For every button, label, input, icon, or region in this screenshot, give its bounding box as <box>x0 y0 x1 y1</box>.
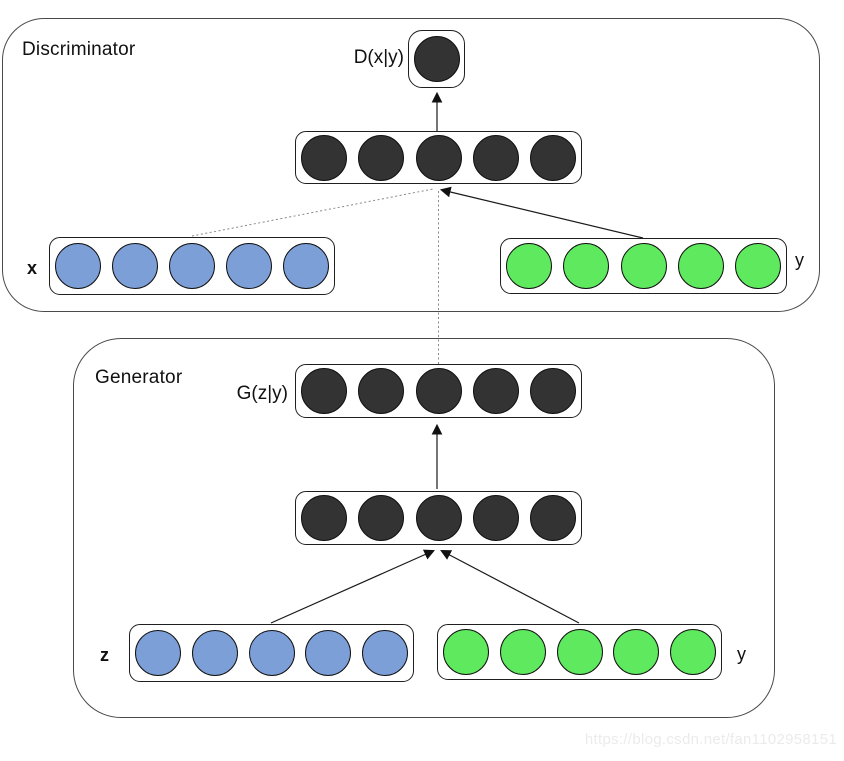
generator-output-label: G(z|y) <box>236 383 288 404</box>
watermark-url: https://blog.csdn.net/fan1102958151 <box>584 731 837 748</box>
neuron-node <box>499 629 546 675</box>
neuron-node <box>358 368 405 414</box>
generator-box <box>73 338 775 718</box>
neuron-node <box>358 134 405 181</box>
neuron-node <box>735 243 781 289</box>
neuron-node <box>283 243 329 289</box>
neuron-node <box>563 243 610 289</box>
neuron-node <box>226 243 272 289</box>
generator-input-y-label: y <box>737 644 746 664</box>
neuron-node <box>301 134 347 181</box>
generator-input-y-layer <box>437 624 722 680</box>
neuron-node <box>415 495 462 541</box>
neuron-node <box>135 630 181 676</box>
neuron-node <box>472 495 519 541</box>
neuron-node <box>530 134 576 181</box>
discriminator-title: Discriminator <box>22 39 136 60</box>
neuron-node <box>506 243 552 289</box>
neuron-node <box>677 243 724 289</box>
generator-input-z-label: z <box>100 645 109 665</box>
neuron-node <box>670 629 716 675</box>
neuron-node <box>362 630 408 676</box>
discriminator-input-x-layer <box>49 237 335 295</box>
generator-hidden-layer <box>295 491 582 545</box>
neuron-node <box>415 134 462 181</box>
neuron-node <box>530 495 576 541</box>
neuron-node <box>112 243 158 289</box>
discriminator-hidden-layer <box>295 131 582 184</box>
neuron-node <box>620 243 667 289</box>
neuron-node <box>472 368 519 414</box>
neuron-node <box>472 134 519 181</box>
neuron-node <box>613 629 660 675</box>
neuron-node <box>556 629 603 675</box>
neuron-node <box>305 630 352 676</box>
discriminator-input-x-label: x <box>27 258 38 278</box>
neuron-node <box>415 368 462 414</box>
neuron-node <box>358 495 405 541</box>
discriminator-output-label: D(x|y) <box>353 47 404 68</box>
discriminator-input-y-label: y <box>795 250 804 270</box>
neuron-node <box>55 243 101 289</box>
neuron-node <box>530 368 576 414</box>
discriminator-output-node-box <box>408 30 465 88</box>
generator-output-layer <box>295 364 582 418</box>
generator-input-z-layer <box>129 624 414 682</box>
neuron-node <box>301 495 347 541</box>
neuron-node <box>191 630 238 676</box>
discriminator-box <box>2 18 820 312</box>
neuron-node <box>413 36 460 82</box>
neuron-node <box>443 629 489 675</box>
neuron-node <box>169 243 215 289</box>
discriminator-input-y-layer <box>500 238 787 294</box>
neuron-node <box>248 630 295 676</box>
generator-title: Generator <box>95 367 183 388</box>
neuron-node <box>301 368 347 414</box>
